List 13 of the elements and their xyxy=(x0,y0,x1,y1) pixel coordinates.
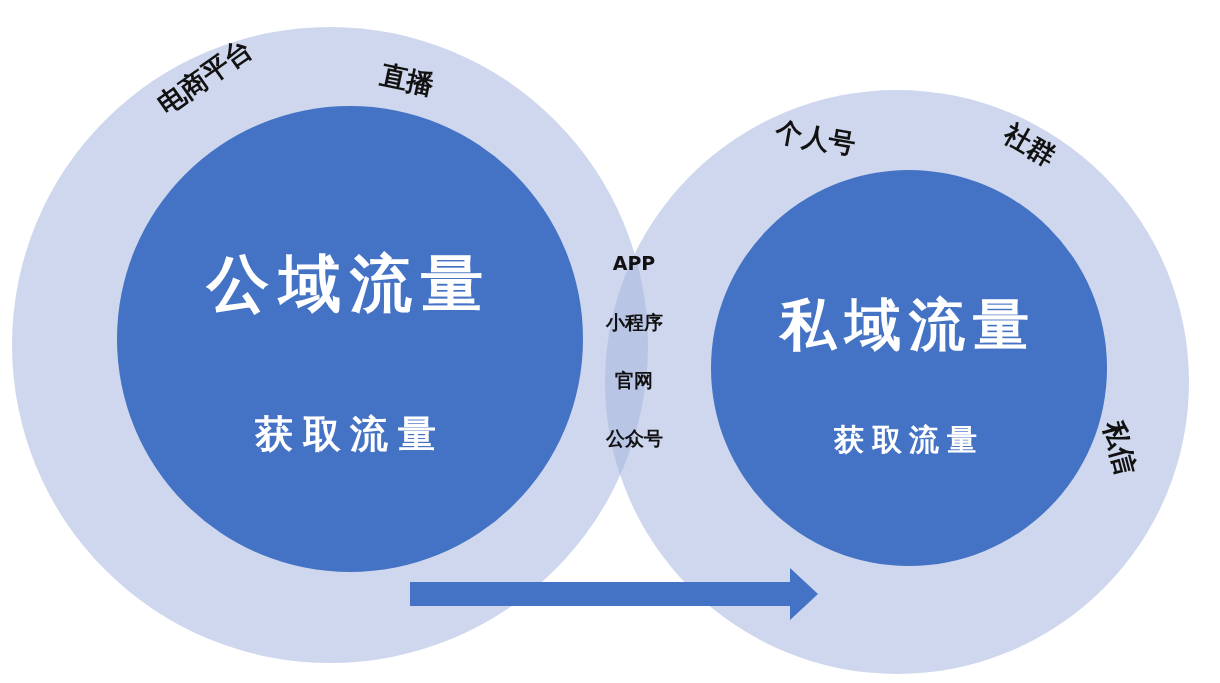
circle-title: 公域流量 xyxy=(207,246,493,322)
overlap-label: 小程序 xyxy=(605,310,663,335)
ring-label: 社群 xyxy=(998,116,1063,174)
ring-label: 直播 xyxy=(376,57,438,103)
ring-label: 个人号 xyxy=(772,114,859,162)
ring-label: 电商平台 xyxy=(150,31,259,123)
ring-label: 私信 xyxy=(1097,417,1144,479)
overlap-label: 公众号 xyxy=(605,426,663,451)
circle-subtitle: 获取流量 xyxy=(255,410,445,458)
overlap-label: 官网 xyxy=(615,368,653,393)
overlap-label: APP xyxy=(612,252,656,274)
circle-subtitle: 获取流量 xyxy=(834,420,984,459)
circle-title: 私域流量 xyxy=(780,291,1038,359)
